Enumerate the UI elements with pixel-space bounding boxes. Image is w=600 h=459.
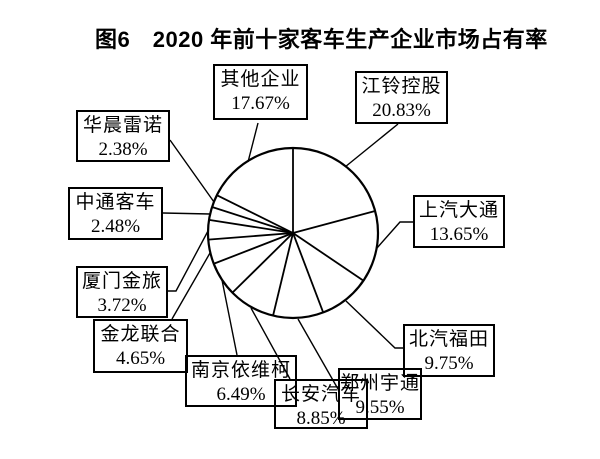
pie-label-name: 中通客车 <box>75 192 156 213</box>
leader-line-zhongtong-bus <box>162 212 211 215</box>
pie-label-name: 江铃控股 <box>361 76 442 97</box>
pie-label-name: 金龙联合 <box>100 324 181 345</box>
chart-title: 图6 2020 年前十家客车生产企业市场占有率 <box>95 27 548 52</box>
slice-boundary-other-companies <box>216 194 294 234</box>
slice-boundary-xiamen-golden-dragon <box>208 232 294 241</box>
slice-boundary-kinglong-united <box>213 232 294 265</box>
pie-label-box-other-companies: 其他企业 17.67% <box>213 64 308 120</box>
leader-line-brilliance-renault <box>169 139 215 203</box>
pie-label-name: 北汽福田 <box>408 329 489 350</box>
pie-label-value: 17.67% <box>231 93 290 114</box>
pie-label-name: 上汽大通 <box>418 200 499 221</box>
slice-boundary-brilliance-renault <box>211 206 294 234</box>
pie-label-name: 厦门金旅 <box>81 271 162 292</box>
pie-label-name: 华晨雷诺 <box>82 115 163 136</box>
slice-boundary-changan-auto <box>272 232 294 316</box>
pie-label-value: 13.65% <box>429 224 489 245</box>
pie-label-name: 长安汽车 <box>280 384 361 405</box>
pie-label-name: 其他企业 <box>220 69 301 90</box>
pie-label-value: 4.65% <box>115 348 166 369</box>
pie-label-box-kinglong-united: 金龙联合 4.65% <box>93 319 188 373</box>
pie-label-box-nanjing-iveco: 南京依维柯 6.49% <box>185 355 297 407</box>
pie-label-box-brilliance-renault: 华晨雷诺 2.38% <box>76 110 170 162</box>
pie-label-box-zhongtong-bus: 中通客车 2.48% <box>68 187 163 240</box>
leader-line-changan-auto <box>250 307 291 380</box>
pie-label-value: 20.83% <box>372 100 431 121</box>
slice-boundary-beiqi-foton <box>292 232 364 282</box>
pie-label-box-jiangling-holdings: 江铃控股 20.83% <box>355 71 448 124</box>
slice-boundary-nanjing-iveco <box>231 232 294 294</box>
slice-boundary-saic-maxus <box>292 210 376 234</box>
pie-label-value: 9.75% <box>424 353 474 374</box>
pie-label-value: 6.49% <box>216 384 266 405</box>
pie-label-value: 8.85% <box>296 408 346 429</box>
leader-line-jiangling-holdings <box>344 123 399 168</box>
slice-boundary-zhongtong-bus <box>208 218 294 234</box>
pie-label-box-changan-auto: 长安汽车 8.85% <box>274 379 368 429</box>
pie-label-box-saic-maxus: 上汽大通 13.65% <box>413 195 505 248</box>
leader-line-xiamen-golden-dragon <box>168 230 209 292</box>
pie-label-box-beiqi-foton: 北汽福田 9.75% <box>403 324 495 377</box>
leader-line-zhengzhou-yutong <box>297 318 339 390</box>
slice-boundary-zhengzhou-yutong <box>292 232 325 313</box>
pie-label-name: 南京依维柯 <box>190 360 291 381</box>
leader-line-other-companies <box>247 122 259 163</box>
leader-line-saic-maxus <box>376 221 413 249</box>
leader-line-kinglong-united <box>171 252 211 320</box>
pie-label-name: 郑州宇通 <box>340 373 421 394</box>
leader-line-beiqi-foton <box>345 300 403 349</box>
leader-line-nanjing-iveco <box>221 279 238 356</box>
pie-label-value: 2.38% <box>98 139 148 160</box>
pie-label-value: 3.72% <box>97 295 147 316</box>
pie-label-value: 2.48% <box>90 216 141 237</box>
pie-label-box-xiamen-golden-dragon: 厦门金旅 3.72% <box>76 266 168 318</box>
